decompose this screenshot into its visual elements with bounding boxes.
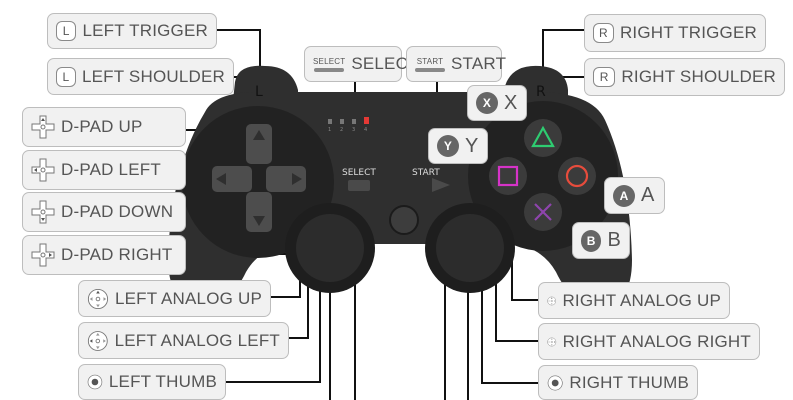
label-left-analog-up: LEFT ANALOG UP — [78, 280, 271, 317]
r-key-icon: R — [593, 67, 616, 87]
label-dpad-left: D-PAD LEFT — [22, 150, 186, 190]
select-button — [348, 180, 370, 191]
label-text: RIGHT SHOULDER — [621, 67, 776, 86]
label-dpad-up: D-PAD UP — [22, 107, 186, 147]
dpad-up-icon — [31, 115, 55, 139]
dpad-down — [246, 192, 272, 232]
analog-up-icon — [87, 288, 109, 309]
circle-button — [558, 157, 596, 195]
dpad-left — [212, 166, 252, 192]
player-leds — [328, 117, 369, 124]
r-key-icon: R — [593, 23, 614, 43]
label-text: RIGHT TRIGGER — [619, 23, 757, 42]
led-mark-1: 1 — [328, 127, 331, 133]
label-text: LEFT SHOULDER — [81, 66, 225, 86]
label-right-analog-up: RIGHT ANALOG UP — [538, 282, 730, 319]
led-mark-4: 4 — [364, 127, 367, 133]
label-left-shoulder: L LEFT SHOULDER — [47, 58, 234, 95]
analog-right-icon — [547, 337, 557, 346]
label-text: RIGHT THUMB — [569, 372, 689, 392]
thumb-press-icon — [87, 374, 103, 390]
label-text: D-PAD LEFT — [61, 160, 161, 179]
dpad-down-icon — [31, 200, 55, 224]
label-text: D-PAD DOWN — [61, 202, 174, 221]
label-right-shoulder: R RIGHT SHOULDER — [584, 58, 785, 96]
start-tag-icon: START — [415, 53, 445, 75]
active-led — [364, 117, 369, 124]
square-button — [489, 157, 527, 195]
label-text: X — [504, 91, 518, 114]
label-text: LEFT ANALOG UP — [114, 288, 262, 308]
led-mark-3: 3 — [352, 127, 355, 133]
label-text: B — [607, 229, 621, 251]
label-text: RIGHT ANALOG RIGHT — [562, 331, 751, 351]
label-right-thumb: RIGHT THUMB — [538, 365, 698, 400]
label-y: Y Y — [428, 128, 488, 164]
triangle-button — [524, 119, 562, 157]
start-mark: START — [412, 168, 440, 178]
square-icon — [497, 165, 519, 187]
label-left-trigger: L LEFT TRIGGER — [47, 13, 217, 49]
label-text: LEFT THUMB — [108, 372, 217, 391]
ps-button — [389, 205, 419, 235]
label-text: SELECT — [351, 54, 419, 73]
label-start: START START — [406, 46, 506, 82]
l-marker: L — [255, 84, 263, 100]
x-badge-icon: X — [476, 92, 498, 114]
l-key-icon: L — [56, 21, 77, 41]
label-text: LEFT TRIGGER — [82, 21, 208, 40]
label-b: B B — [572, 222, 630, 259]
label-text: Y — [465, 134, 479, 157]
label-text: A — [641, 184, 655, 206]
label-text: START — [451, 54, 507, 73]
b-badge-icon: B — [581, 229, 602, 252]
label-a: A A — [604, 177, 665, 214]
circle-icon — [565, 164, 589, 188]
face-button-well — [468, 101, 618, 251]
label-left-analog-left: LEFT ANALOG LEFT — [78, 322, 289, 359]
a-badge-icon: A — [613, 184, 635, 207]
dpad-up — [246, 124, 272, 164]
thumb-press-icon — [547, 375, 563, 390]
label-left-thumb: LEFT THUMB — [78, 364, 226, 400]
label-text: D-PAD UP — [61, 117, 143, 136]
label-right-analog-right: RIGHT ANALOG RIGHT — [538, 323, 760, 360]
y-badge-icon: Y — [437, 135, 459, 157]
label-text: LEFT ANALOG LEFT — [114, 330, 280, 350]
analog-left-icon — [87, 330, 108, 351]
controller: 1 2 3 4 SELECT START L R — [168, 65, 632, 306]
label-right-trigger: R RIGHT TRIGGER — [584, 14, 766, 52]
cross-icon — [534, 203, 552, 221]
dpad-right — [266, 166, 306, 192]
analog-up-icon — [547, 296, 557, 305]
start-button — [432, 178, 450, 192]
select-tag-icon: SELECT — [313, 53, 345, 75]
r-marker: R — [536, 84, 546, 100]
label-dpad-right: D-PAD RIGHT — [22, 235, 186, 275]
dpad-left-icon — [31, 158, 55, 182]
label-x: X X — [467, 85, 527, 121]
triangle-icon — [531, 125, 555, 148]
label-select: SELECT SELECT — [304, 46, 418, 82]
label-text: RIGHT ANALOG UP — [562, 290, 721, 310]
label-text: D-PAD RIGHT — [61, 245, 173, 264]
select-mark: SELECT — [342, 168, 376, 178]
dpad-right-icon — [31, 243, 55, 267]
l-key-icon: L — [56, 66, 76, 87]
led-mark-2: 2 — [340, 127, 343, 133]
dpad — [212, 124, 306, 232]
label-dpad-down: D-PAD DOWN — [22, 192, 186, 232]
